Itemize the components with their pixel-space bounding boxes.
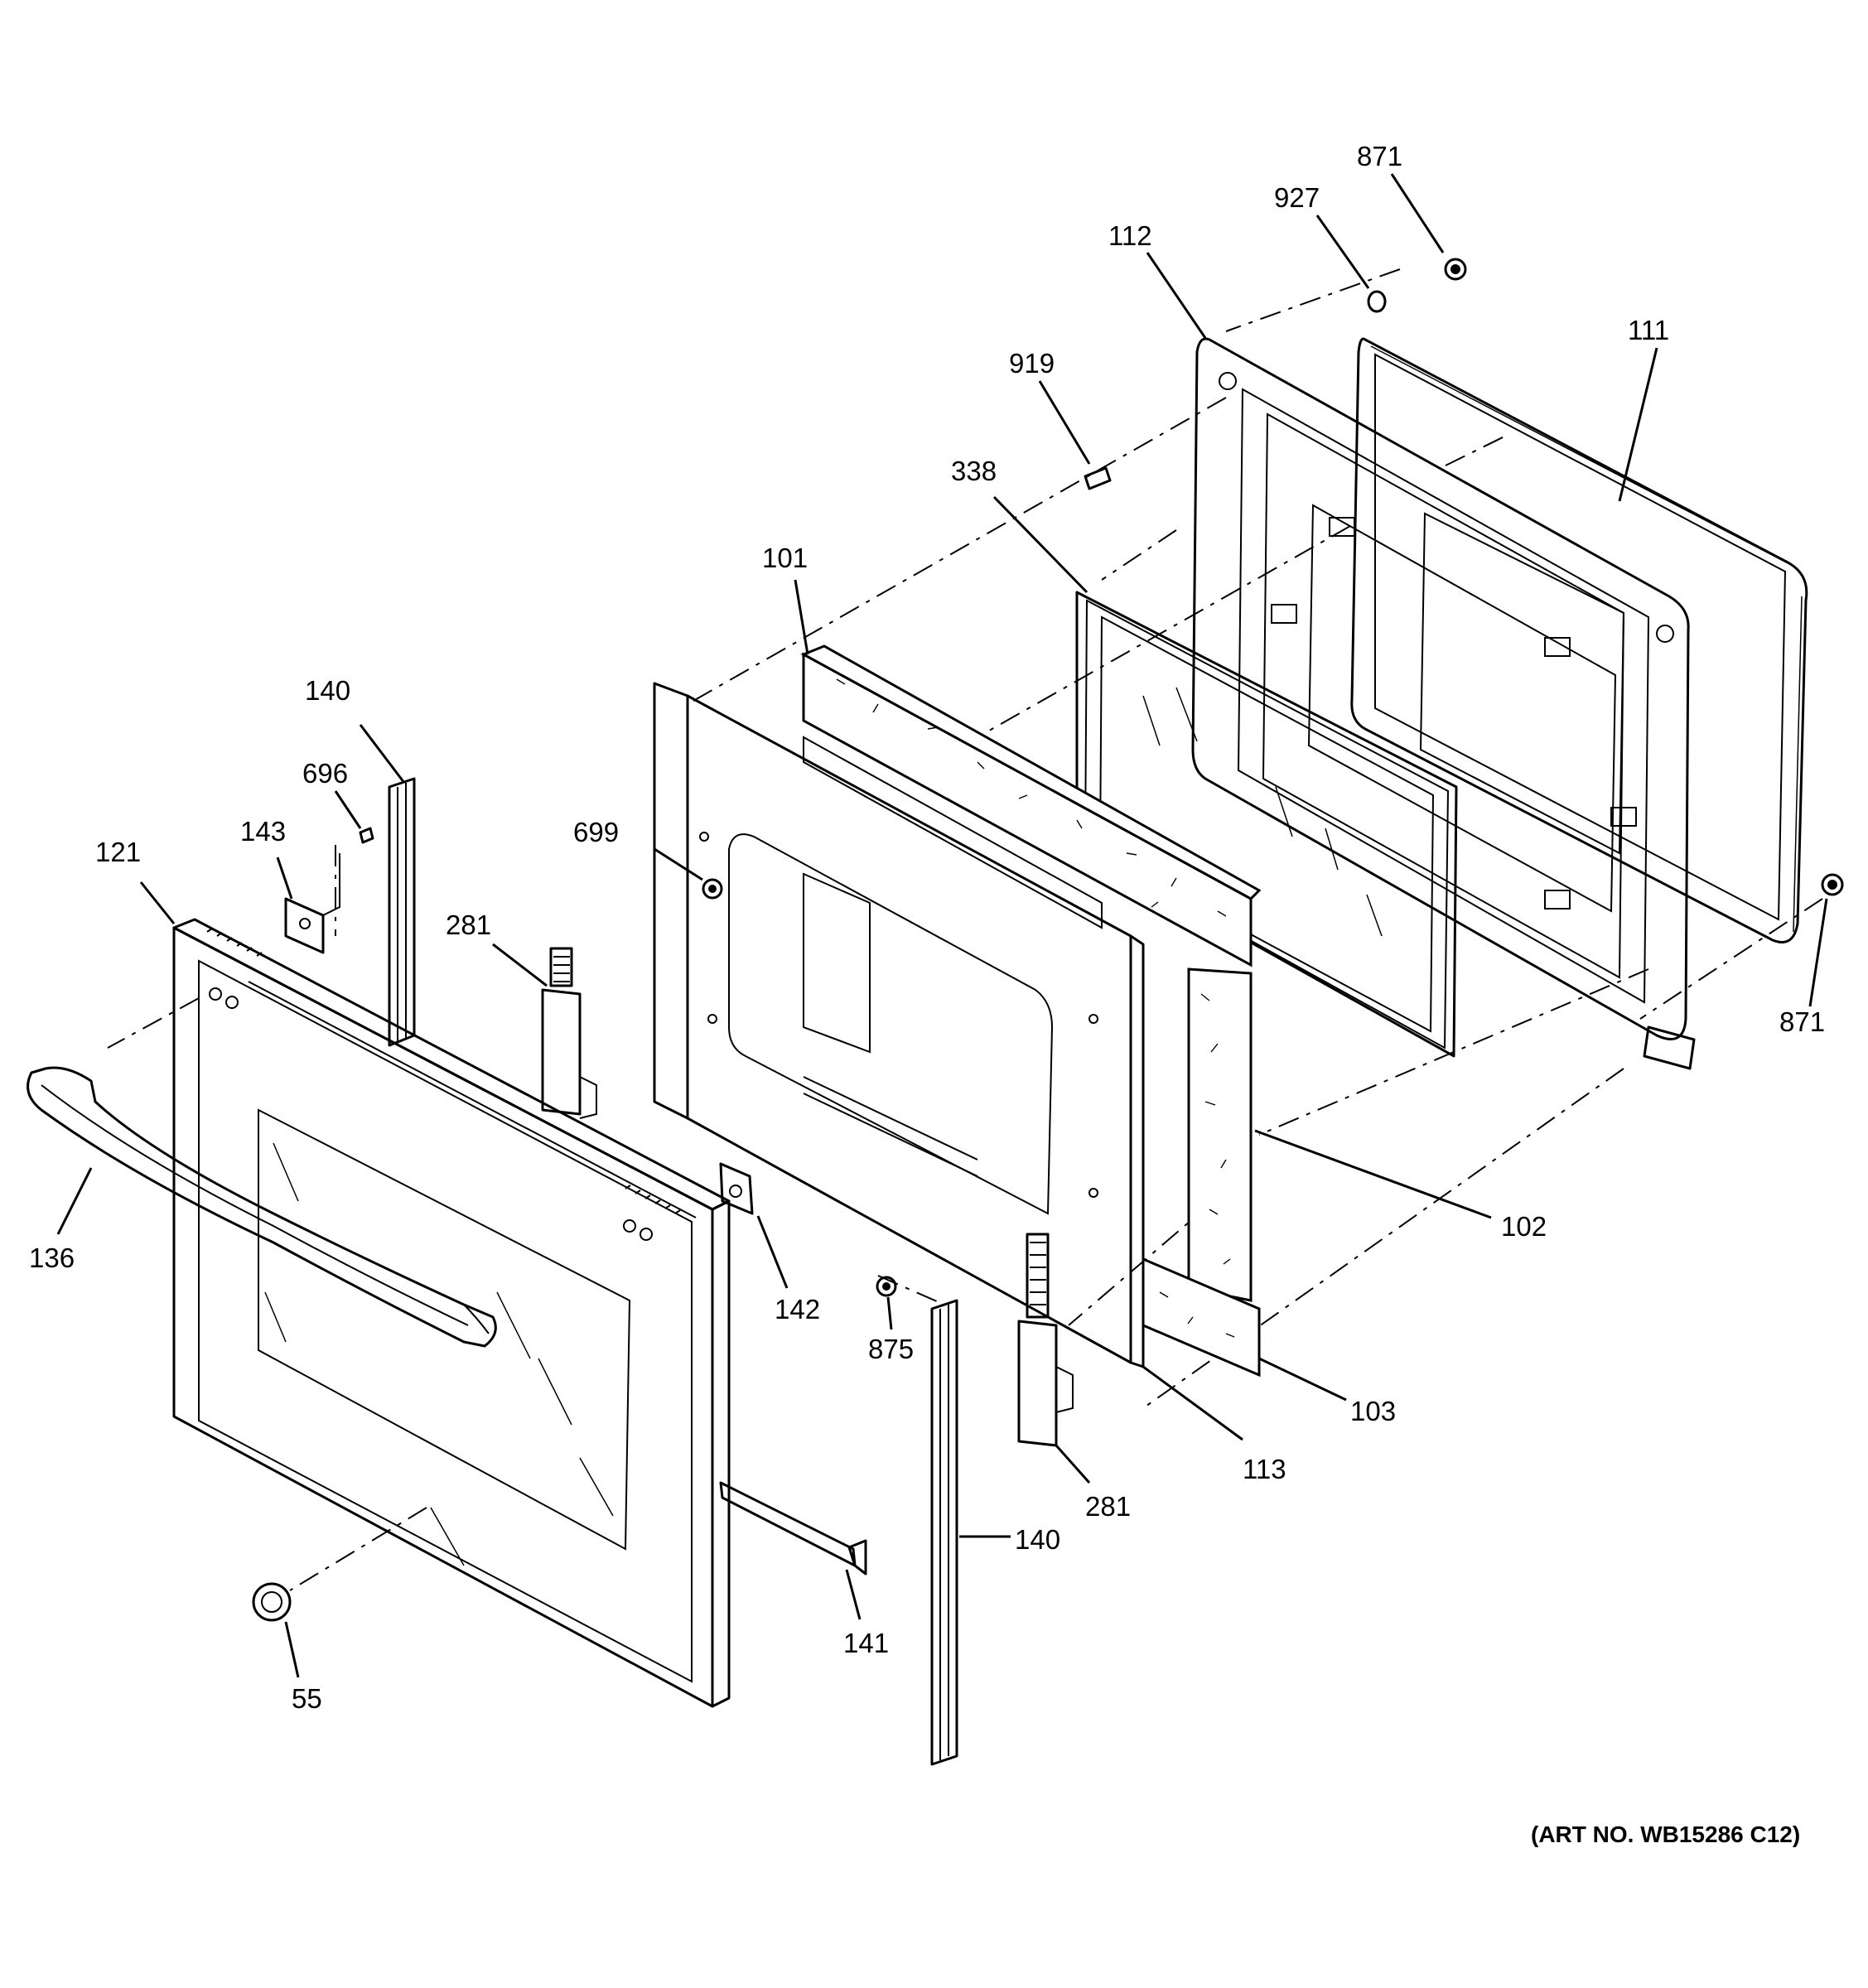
- part-875-screw: [876, 1276, 897, 1297]
- callout-871-right: 871: [1779, 1006, 1825, 1037]
- callout-140-top: 140: [305, 675, 350, 706]
- callout-113: 113: [1243, 1454, 1286, 1484]
- vent-slots-icon: [206, 928, 681, 1214]
- part-112-inner-door-panel: [1191, 337, 1696, 1070]
- callout-112: 112: [1108, 220, 1152, 251]
- callout-labels: 871 927 112 111 919 338 101 140 696 143 …: [29, 141, 1825, 1714]
- callout-919: 919: [1009, 348, 1055, 379]
- callout-141: 141: [843, 1628, 889, 1658]
- part-699-screw: [702, 878, 723, 900]
- part-919-pin: [1084, 466, 1112, 490]
- callout-338: 338: [951, 456, 997, 486]
- part-136-door-handle: [27, 1066, 497, 1348]
- part-121-outer-door-panel: [172, 918, 731, 1708]
- part-871-screw-right: [1821, 873, 1844, 896]
- callout-140-bottom: 140: [1015, 1524, 1060, 1555]
- callout-101: 101: [762, 543, 808, 573]
- part-281-hinge-bottom: [1017, 1233, 1074, 1447]
- part-696-screw: [359, 827, 374, 844]
- callout-55: 55: [292, 1683, 322, 1714]
- callout-696: 696: [302, 758, 348, 789]
- callout-281-bottom: 281: [1085, 1491, 1131, 1522]
- callout-142: 142: [775, 1294, 820, 1325]
- part-140-side-trim-top: [388, 777, 416, 1047]
- callout-871-top: 871: [1357, 141, 1402, 171]
- callout-281-top: 281: [446, 910, 491, 940]
- callout-927: 927: [1274, 182, 1320, 213]
- callout-121: 121: [95, 837, 141, 867]
- callout-111: 111: [1628, 315, 1669, 345]
- art-number: (ART NO. WB15286 C12): [1531, 1822, 1800, 1847]
- part-338-inner-glass: [1075, 591, 1458, 1058]
- callout-136: 136: [29, 1242, 75, 1273]
- part-113-door-frame: [653, 682, 1145, 1368]
- part-111-door-gasket: [1350, 337, 1808, 943]
- part-55-bumper: [252, 1582, 292, 1622]
- leader-lines: [56, 173, 1828, 1678]
- part-142-hinge-receiver: [719, 1162, 754, 1215]
- part-927-washer: [1367, 290, 1387, 313]
- part-871-screw-top: [1444, 258, 1467, 281]
- callout-103: 103: [1350, 1396, 1396, 1426]
- part-141-bottom-trim: [719, 1481, 867, 1575]
- part-140-side-trim-bottom: [930, 1299, 958, 1766]
- part-101-top-insulation: [800, 644, 1262, 967]
- part-143-bracket: [284, 853, 340, 954]
- callout-699: 699: [573, 817, 619, 847]
- callout-143: 143: [240, 816, 286, 847]
- callout-102: 102: [1501, 1211, 1547, 1242]
- part-102-side-insulation: [1187, 967, 1253, 1302]
- callout-875: 875: [868, 1334, 914, 1364]
- part-281-hinge-top: [541, 947, 597, 1119]
